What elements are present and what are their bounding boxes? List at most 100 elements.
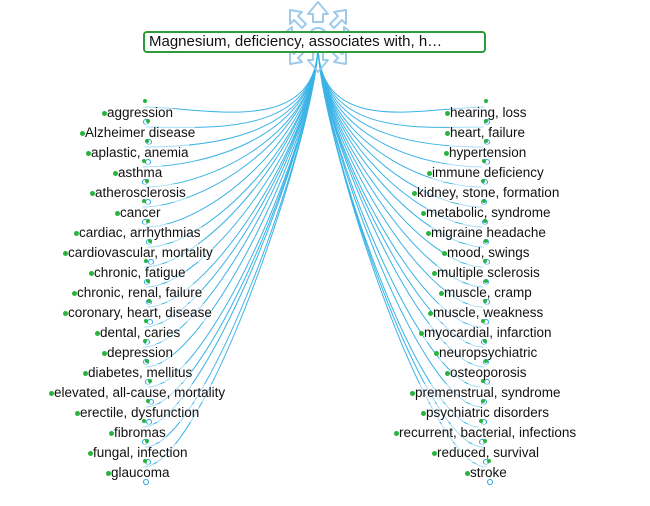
right-topic-node[interactable]: multiple sclerosis (432, 259, 540, 285)
node-connector-dot (142, 159, 146, 163)
right-topic-node[interactable]: psychiatric disorders (421, 399, 550, 425)
left-connector-line (145, 47, 319, 228)
node-label: myocardial, infarction (424, 325, 552, 340)
node-connector-dot (143, 339, 147, 343)
node-connector-dot (148, 379, 152, 383)
left-topic-node[interactable]: fibromas (109, 419, 166, 445)
left-topic-node[interactable]: fungal, infection (88, 439, 188, 465)
node-label: metabolic, syndrome (426, 205, 551, 220)
node-label: coronary, heart, disease (68, 305, 212, 320)
node-label: osteoporosis (450, 365, 527, 380)
node-marker-dot (109, 431, 114, 436)
right-topic-node[interactable]: neuropsychiatric (434, 339, 538, 365)
left-topic-node[interactable]: diabetes, mellitus (83, 359, 193, 385)
left-topic-node[interactable]: dental, caries (95, 319, 181, 345)
right-topic-node[interactable]: muscle, cramp (439, 279, 532, 305)
right-topic-node[interactable]: mood, swings (442, 239, 530, 265)
node-connector-dot (145, 439, 149, 443)
left-topic-node[interactable]: asthma (113, 159, 163, 185)
node-connector-dot (483, 299, 487, 303)
right-topic-node[interactable]: metabolic, syndrome (421, 199, 551, 225)
right-topic-node[interactable]: heart, failure (445, 119, 526, 145)
node-connector-dot (484, 359, 488, 363)
node-label: elevated, all-cause, mortality (54, 385, 226, 400)
right-topic-node[interactable]: hypertension (444, 139, 527, 165)
node-connector-dot (484, 239, 488, 243)
node-connector-dot (146, 219, 150, 223)
node-label: chronic, fatigue (94, 265, 186, 280)
left-topic-node[interactable]: erectile, dysfunction (75, 399, 200, 425)
right-topic-node[interactable]: myocardial, infarction (419, 319, 552, 345)
left-topic-node[interactable]: aggression (102, 99, 174, 125)
node-connector-dot (481, 379, 485, 383)
node-marker-dot (439, 291, 444, 296)
left-topic-node[interactable]: cardiovascular, mortality (63, 239, 213, 265)
left-topic-node[interactable]: elevated, all-cause, mortality (49, 379, 226, 405)
right-topic-node[interactable]: immune deficiency (427, 159, 544, 185)
node-marker-dot (427, 171, 432, 176)
node-label: diabetes, mellitus (88, 365, 193, 380)
right-topic-node[interactable]: premenstrual, syndrome (410, 379, 561, 405)
left-topic-node[interactable]: Alzheimer disease (80, 119, 196, 145)
node-connector-dot (147, 299, 151, 303)
node-marker-dot (445, 371, 450, 376)
node-expand-handle[interactable] (487, 479, 493, 485)
node-label: muscle, weakness (433, 305, 544, 320)
node-marker-dot (394, 431, 399, 436)
node-connector-dot (484, 119, 488, 123)
node-marker-dot (102, 111, 107, 116)
right-topic-node[interactable]: kidney, stone, formation (412, 179, 560, 205)
node-marker-dot (419, 331, 424, 336)
node-label: psychiatric disorders (426, 405, 550, 420)
node-expand-handle[interactable] (143, 479, 149, 485)
right-topic-node[interactable]: migraine headache (426, 219, 546, 245)
node-connector-dot (481, 399, 485, 403)
node-label: chronic, renal, failure (77, 285, 203, 300)
left-topic-node[interactable]: chronic, fatigue (89, 259, 186, 285)
node-label: hearing, loss (450, 105, 527, 120)
node-marker-dot (421, 411, 426, 416)
node-marker-dot (63, 311, 68, 316)
right-topic-node[interactable]: reduced, survival (432, 439, 540, 465)
left-topic-node[interactable]: depression (102, 339, 174, 365)
node-marker-dot (63, 251, 68, 256)
left-topic-node[interactable]: glaucoma (106, 459, 170, 485)
node-label: mood, swings (447, 245, 530, 260)
node-marker-dot (75, 411, 80, 416)
left-topic-node[interactable]: coronary, heart, disease (63, 299, 212, 325)
node-marker-dot (432, 271, 437, 276)
node-label: immune deficiency (432, 165, 544, 180)
node-marker-dot (434, 351, 439, 356)
right-topic-node[interactable]: osteoporosis (445, 359, 527, 385)
node-marker-dot (88, 451, 93, 456)
node-marker-dot (465, 471, 470, 476)
node-marker-dot (421, 211, 426, 216)
right-topic-node[interactable]: stroke (465, 459, 507, 485)
node-connector-dot (146, 279, 150, 283)
node-connector-dot (142, 419, 146, 423)
right-topic-node[interactable]: recurrent, bacterial, infections (394, 419, 577, 445)
node-label: premenstrual, syndrome (415, 385, 561, 400)
node-connector-dot (482, 199, 486, 203)
node-marker-dot (428, 311, 433, 316)
node-label: depression (107, 345, 174, 360)
node-marker-dot (442, 251, 447, 256)
node-connector-dot (483, 259, 487, 263)
node-marker-dot (432, 451, 437, 456)
node-connector-dot (479, 419, 483, 423)
node-connector-dot (483, 339, 487, 343)
left-topic-node[interactable]: cancer (115, 199, 161, 225)
node-connector-dot (144, 319, 148, 323)
left-topic-node[interactable]: atherosclerosis (90, 179, 186, 205)
node-connector-dot (487, 459, 491, 463)
node-label: atherosclerosis (95, 185, 186, 200)
left-topic-node[interactable]: cardiac, arrhythmias (74, 219, 201, 245)
left-topic-node[interactable]: chronic, renal, failure (72, 279, 203, 305)
right-topic-node[interactable]: hearing, loss (445, 99, 527, 125)
left-topic-node[interactable]: aplastic, anemia (86, 139, 189, 165)
node-marker-dot (90, 191, 95, 196)
node-label: fungal, infection (93, 445, 188, 460)
right-topic-node[interactable]: muscle, weakness (428, 299, 544, 325)
central-topic-node[interactable]: Magnesium, deficiency, associates with, … (143, 31, 486, 53)
